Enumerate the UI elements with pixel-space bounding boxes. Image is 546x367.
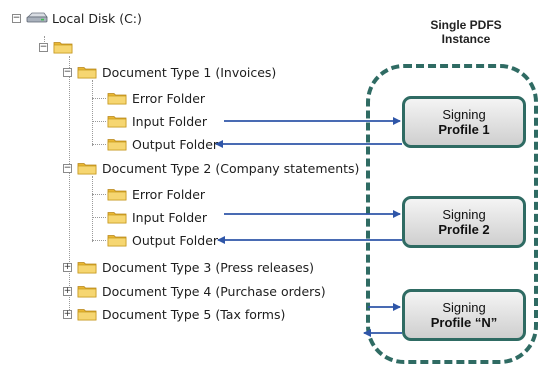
collapse-toggle[interactable]: − [12,12,21,23]
instance-title: Single PDFS Instance [406,18,526,46]
tree-guide-line [92,176,93,242]
collapse-toggle[interactable]: − [39,41,48,52]
tree-node-label: Document Type 3 (Press releases) [102,259,315,275]
tree-guide-line [92,121,106,122]
signing-profile-n: Signing Profile “N” [402,289,526,341]
tree-node-label: Document Type 2 (Company statements) [102,160,360,176]
expand-toggle[interactable]: + [63,308,72,319]
tree-node-error-folder[interactable]: Error Folder [107,185,205,203]
tree-guide-line [92,217,106,218]
tree-node-label: Document Type 1 (Invoices) [102,64,277,80]
collapse-toggle[interactable]: − [63,162,72,173]
tree-node-label: Document Type 5 (Tax forms) [102,306,286,322]
tree-node-doc-type-1[interactable]: − Document Type 1 (Invoices) [63,63,276,81]
tree-node-root-folder[interactable]: − [39,38,78,56]
tree-node-doc-type-2[interactable]: − Document Type 2 (Company statements) [63,159,359,177]
tree-node-label: Output Folder [132,136,219,152]
expand-toggle[interactable]: + [63,285,72,296]
tree-node-input-folder[interactable]: Input Folder [107,208,207,226]
tree-node-label: Error Folder [132,90,206,106]
instance-title-line-2: Instance [441,32,491,46]
tree-node-doc-type-5[interactable]: + Document Type 5 (Tax forms) [63,305,285,323]
tree-node-input-folder[interactable]: Input Folder [107,112,207,130]
tree-node-error-folder[interactable]: Error Folder [107,89,205,107]
tree-node-label: Error Folder [132,186,206,202]
tree-node-drive[interactable]: − Local Disk (C:) [12,9,142,27]
tree-node-doc-type-4[interactable]: + Document Type 4 (Purchase orders) [63,282,326,300]
tree-guide-line [69,56,70,314]
tree-node-label: Input Folder [132,209,207,225]
profile-line-1: Signing [442,300,486,315]
tree-node-label: Document Type 4 (Purchase orders) [102,283,326,299]
folder-tree: − Local Disk (C:) − − Document Type 1 (I… [12,9,359,323]
profile-line-2: Profile 2 [438,222,490,237]
drive-icon [26,12,48,23]
profile-line-1: Signing [442,107,486,122]
tree-guide-line [92,98,106,99]
profile-line-2: Profile 1 [438,122,490,137]
tree-node-label: Input Folder [132,113,207,129]
tree-node-output-folder[interactable]: Output Folder [107,135,218,153]
signing-profile-1: Signing Profile 1 [402,96,526,148]
profile-line-1: Signing [442,207,486,222]
tree-guide-line [44,36,45,48]
instance-title-line-1: Single PDFS [430,18,502,32]
tree-guide-line [92,240,106,241]
tree-node-label: Output Folder [132,232,219,248]
tree-guide-line [92,80,93,146]
tree-guide-line [92,144,106,145]
signing-profile-2: Signing Profile 2 [402,196,526,248]
expand-toggle[interactable]: + [63,261,72,272]
profile-line-2: Profile “N” [430,315,498,330]
tree-node-doc-type-3[interactable]: + Document Type 3 (Press releases) [63,258,314,276]
tree-guide-line [92,194,106,195]
collapse-toggle[interactable]: − [63,66,72,77]
tree-node-output-folder[interactable]: Output Folder [107,231,218,249]
drive-label: Local Disk (C:) [52,10,142,26]
